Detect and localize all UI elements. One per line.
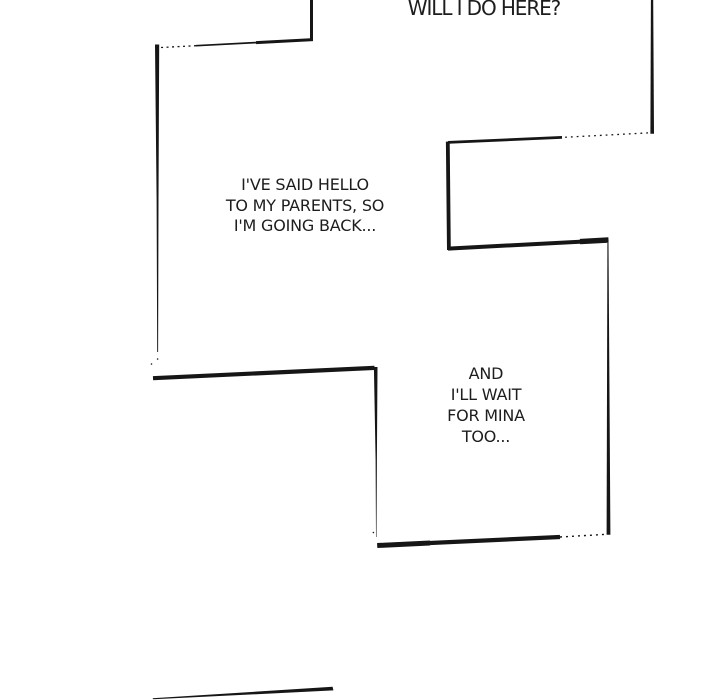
panel-border-bottom-partial: [152, 686, 334, 700]
panel-border-left-panel-bottom: [152, 365, 375, 381]
panel-border-top-right: [650, 0, 654, 134]
panel-border-right-panel-bottom: [377, 533, 606, 548]
panel-border-top-left: [158, 0, 314, 49]
panel-border-top-right-bottom: [445, 132, 649, 251]
panel-border-mid-vertical: [372, 367, 378, 537]
speech-text-said-hello: I'VE SAID HELLO TO MY PARENTS, SO I'M GO…: [225, 175, 385, 235]
speech-text-will-i-do-here: WILL I DO HERE?: [407, 0, 562, 20]
panel-border-left-panel: [150, 44, 160, 365]
panel-border-right-vertical: [606, 243, 611, 535]
speech-text-wait-for-mina: AND I'LL WAIT FOR MINA TOO...: [447, 364, 525, 446]
